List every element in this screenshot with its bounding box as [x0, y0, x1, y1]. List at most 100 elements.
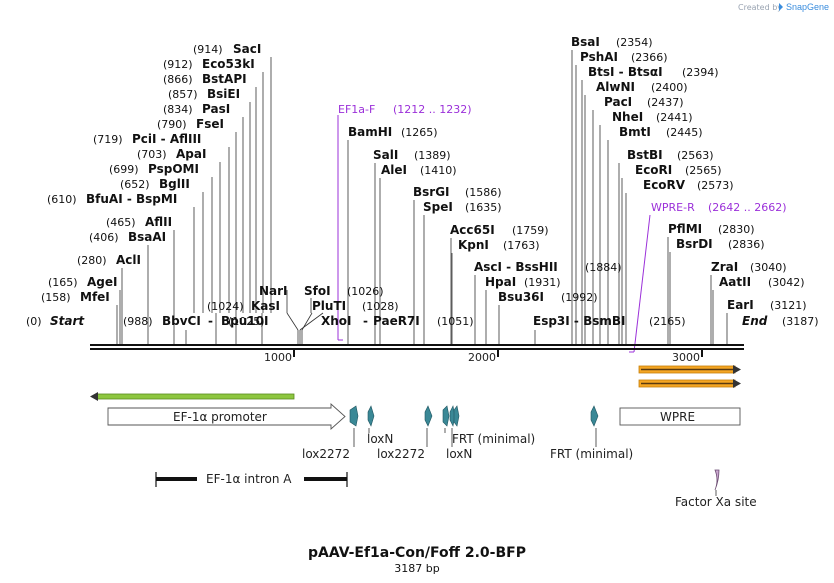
site-label[interactable]: AgeI — [87, 275, 117, 289]
feature-label: WPRE — [660, 410, 695, 424]
feature-label[interactable]: FRT (minimal) — [452, 432, 535, 446]
site-label[interactable]: PciI - AflIII — [132, 132, 201, 146]
primer-label[interactable]: EF1a-F — [338, 103, 375, 116]
site-label[interactable]: FseI — [196, 117, 224, 131]
site-label[interactable]: Acc65I — [450, 223, 495, 237]
site-label[interactable]: BamHI — [348, 125, 392, 139]
lox2272-icon — [424, 405, 433, 427]
site-label[interactable]: BstAPI — [202, 72, 247, 86]
site-label[interactable]: Esp3I - BsmBI — [533, 314, 625, 328]
plasmid-title: pAAV-Ef1a-Con/Foff 2.0-BFP — [308, 545, 526, 561]
primer-label[interactable]: WPRE-R — [651, 201, 695, 214]
site-separator: - — [208, 314, 213, 328]
site-label[interactable]: AatII — [719, 275, 751, 289]
site-position: (1026) — [347, 285, 384, 298]
site-position: (1024) — [207, 300, 244, 313]
site-label[interactable]: AclI — [116, 253, 141, 267]
site-label[interactable]: AflII — [145, 215, 172, 229]
site-label[interactable]: EcoRI — [635, 163, 672, 177]
site-position: (2165) — [649, 315, 686, 328]
site-position: (1265) — [401, 126, 438, 139]
site-position: (2354) — [616, 36, 653, 49]
site-label[interactable]: BtsI - BtsαI — [588, 65, 663, 79]
site-label[interactable]: PluTI — [312, 299, 346, 313]
site-label[interactable]: PflMI — [668, 222, 702, 236]
site-label[interactable]: BfuAI - BspMI — [86, 192, 177, 206]
site-label[interactable]: PaeR7I — [373, 314, 420, 328]
site-label[interactable]: PspOMI — [148, 162, 199, 176]
site-label[interactable]: BstBI — [627, 148, 663, 162]
factor-xa-site-feature[interactable]: Factor Xa site — [675, 469, 757, 509]
site-label[interactable]: SalI — [373, 148, 398, 162]
site-label[interactable]: BbvCI — [162, 314, 201, 328]
orf-forward-arrow-2[interactable] — [638, 379, 741, 388]
site-label[interactable]: BsiEI — [207, 87, 240, 101]
site-label[interactable]: KasI — [251, 299, 280, 313]
plasmid-size: 3187 bp — [394, 562, 439, 575]
site-label[interactable]: PasI — [202, 102, 230, 116]
site-label[interactable]: NarI — [259, 284, 288, 298]
site-label[interactable]: PacI — [604, 95, 632, 109]
lox-sites — [349, 405, 599, 427]
tick-label: 1000 — [264, 351, 292, 364]
frt-icon — [442, 405, 450, 427]
site-position: (1763) — [503, 239, 540, 252]
orf-reverse-arrow[interactable] — [90, 392, 295, 401]
primer-range: (1212 .. 1232) — [393, 103, 472, 116]
site-label[interactable]: BglII — [159, 177, 190, 191]
site-position: (2437) — [647, 96, 684, 109]
site-position: (1025) — [228, 315, 265, 328]
site-label[interactable]: SacI — [233, 42, 261, 56]
site-position: (2565) — [685, 164, 722, 177]
end-position: (3187) — [782, 315, 819, 328]
site-label[interactable]: EarI — [727, 298, 754, 312]
wpre-feature[interactable]: WPRE — [619, 407, 741, 426]
site-position: (988) — [123, 315, 153, 328]
site-position: (1028) — [362, 300, 399, 313]
site-label[interactable]: Bsu36I — [498, 290, 544, 304]
site-position: (1410) — [420, 164, 457, 177]
orf-forward-arrow-1[interactable] — [638, 365, 741, 374]
site-position: (914) — [193, 43, 223, 56]
feature-label[interactable]: loxN — [446, 447, 472, 461]
site-label[interactable]: XhoI — [321, 314, 352, 328]
site-label[interactable]: AscI - BssHII — [474, 260, 558, 274]
feature-label[interactable]: loxN — [367, 432, 393, 446]
watermark-text: Created by — [738, 3, 782, 12]
site-label[interactable]: BmtI — [619, 125, 651, 139]
site-label[interactable]: AlwNI — [596, 80, 635, 94]
feature-label[interactable]: lox2272 — [377, 447, 425, 461]
site-position: (912) — [163, 58, 193, 71]
site-label[interactable]: Bpu10I — [221, 314, 268, 328]
site-label[interactable]: KpnI — [458, 238, 489, 252]
site-label[interactable]: ZraI — [711, 260, 738, 274]
feature-label[interactable]: lox2272 — [302, 447, 350, 461]
brand-text: SnapGene — [786, 2, 829, 12]
end-label: End — [742, 314, 768, 328]
feature-label[interactable]: FRT (minimal) — [550, 447, 633, 461]
site-label[interactable]: BsrGI — [413, 185, 450, 199]
site-label[interactable]: ApaI — [176, 147, 206, 161]
frt-icon — [590, 405, 599, 427]
site-label[interactable]: SfoI — [304, 284, 331, 298]
site-position: (1992) — [561, 291, 598, 304]
ef1a-promoter-feature[interactable]: EF-1α promoter — [107, 402, 346, 431]
site-label[interactable]: PshAI — [580, 50, 618, 64]
site-label[interactable]: MfeI — [80, 290, 110, 304]
site-label[interactable]: BsaI — [571, 35, 600, 49]
site-label[interactable]: Eco53kI — [202, 57, 255, 71]
site-label[interactable]: AleI — [381, 163, 407, 177]
site-label[interactable]: BsaAI — [128, 230, 166, 244]
site-label[interactable]: SpeI — [423, 200, 453, 214]
site-position: (1759) — [512, 224, 549, 237]
site-label[interactable]: EcoRV — [643, 178, 686, 192]
site-position: (2563) — [677, 149, 714, 162]
site-position: (3040) — [750, 261, 787, 274]
site-position: (2394) — [682, 66, 719, 79]
site-label[interactable]: NheI — [612, 110, 643, 124]
ef1a-intron-feature[interactable]: EF-1α intron A — [155, 472, 348, 487]
site-label[interactable]: BsrDI — [676, 237, 713, 251]
site-label[interactable]: HpaI — [485, 275, 516, 289]
site-position: (1586) — [465, 186, 502, 199]
site-position: (1635) — [465, 201, 502, 214]
